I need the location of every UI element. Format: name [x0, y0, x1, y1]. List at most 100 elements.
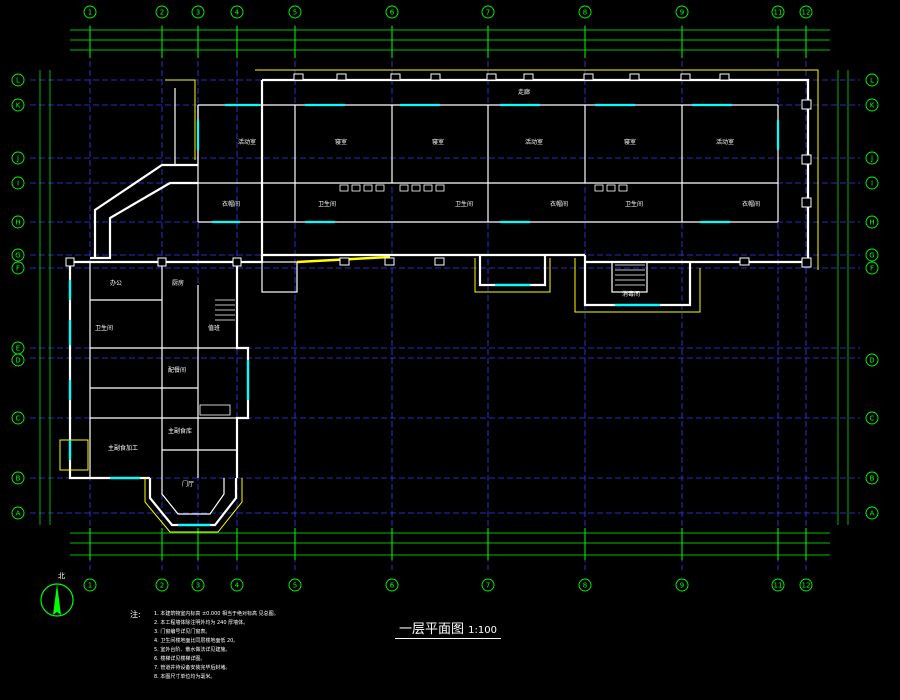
axis-bubble [11, 471, 25, 485]
note-line: 4. 卫生间楼地面比同层楼地面低 20。 [154, 638, 239, 644]
row-axis-label: E [16, 345, 20, 353]
column-axis-label: 12 [802, 582, 811, 590]
drawing-scale: 1:100 [468, 625, 497, 636]
row-axis-label: D [15, 357, 20, 365]
column-axis-label: 11 [774, 582, 783, 590]
row-axis-label: G [15, 252, 20, 260]
axis-bubble [799, 5, 813, 19]
room-label: 办公 [110, 279, 122, 287]
axis-bubble [865, 215, 879, 229]
room-label: 消毒间 [622, 290, 640, 298]
row-axis-label: B [16, 475, 21, 483]
note-line: 2. 本工程墙体除注明外均为 240 厚墙体。 [154, 620, 249, 626]
row-axis-label: H [15, 219, 20, 227]
row-axis-label: I [17, 180, 19, 188]
row-axis-label: C [870, 415, 875, 423]
drawing-title-text: 一层平面图 [399, 622, 465, 637]
column-axis-label: 7 [486, 582, 490, 590]
axis-bubble [191, 5, 205, 19]
row-axis-label: K [16, 102, 21, 110]
north-label: 北 [58, 572, 65, 580]
column-axis-label: 5 [293, 9, 297, 17]
drawing-notes: 注: 1. 本建筑物室内标高 ±0.000 相当于绝对标高 见总图。 2. 本工… [130, 610, 380, 682]
row-axis-label: D [869, 357, 874, 365]
column-axis-label: 7 [486, 9, 490, 17]
room-label: 厨房 [172, 279, 184, 287]
axis-bubble [771, 5, 785, 19]
axis-bubble [865, 471, 879, 485]
room-label: 值班 [208, 324, 220, 332]
room-label: 寝室 [432, 138, 444, 146]
drawing-title: 一层平面图 1:100 [395, 618, 501, 639]
column-axis-label: 5 [293, 582, 297, 590]
windows [68, 103, 780, 527]
axis-bubble [83, 578, 97, 592]
row-axis-label: J [870, 155, 873, 163]
axis-bubble [865, 176, 879, 190]
room-label: 活动室 [238, 138, 256, 146]
room-label: 卫生间 [455, 200, 473, 208]
axis-bubble [578, 578, 592, 592]
row-axis-label: B [870, 475, 875, 483]
axis-bubble [83, 5, 97, 19]
row-axis-label: J [16, 155, 19, 163]
room-label: 卫生间 [95, 324, 113, 332]
room-label: 活动室 [716, 138, 734, 146]
room-label: 寝室 [624, 138, 636, 146]
axis-bubble [799, 578, 813, 592]
column-axis-label: 12 [802, 9, 811, 17]
room-label: 活动室 [525, 138, 543, 146]
wall-columns [65, 73, 812, 268]
axis-bubble [11, 215, 25, 229]
axis-bubble [865, 73, 879, 87]
row-axis-label: L [16, 77, 20, 85]
note-line: 1. 本建筑物室内标高 ±0.000 相当于绝对标高 见总图。 [154, 611, 279, 617]
axis-bubble [865, 411, 879, 425]
room-label: 卫生间 [625, 200, 643, 208]
column-axis-label: 2 [160, 582, 164, 590]
axis-bubble [155, 578, 169, 592]
note-line: 8. 本图尺寸单位均为毫米。 [154, 674, 216, 680]
room-label: 配餐间 [168, 366, 186, 374]
room-label: 衣帽间 [222, 200, 240, 208]
axis-bubble [11, 411, 25, 425]
row-axis-label: I [871, 180, 873, 188]
row-axis-label: A [870, 510, 875, 518]
axis-bubble [11, 506, 25, 520]
axis-bubble [11, 176, 25, 190]
axis-bubbles [11, 5, 879, 592]
toilet-fixtures [199, 184, 628, 416]
column-axis-label: 2 [160, 9, 164, 17]
column-axis-label: 4 [235, 9, 240, 17]
row-axis-label: C [16, 415, 21, 423]
room-label: 主副食加工 [108, 444, 138, 452]
room-label: 卫生间 [318, 200, 336, 208]
row-axis-label: K [870, 102, 875, 110]
axis-bubble [11, 261, 25, 275]
row-axis-label: H [869, 219, 874, 227]
axis-bubble [155, 5, 169, 19]
note-line: 6. 楼梯详见楼梯详图。 [154, 656, 206, 662]
axis-bubble [865, 98, 879, 112]
column-axis-label: 9 [680, 582, 684, 590]
axis-bubble [675, 5, 689, 19]
row-axis-label: A [16, 510, 21, 518]
north-pointer-icon [53, 584, 61, 615]
axis-bubble [865, 248, 879, 262]
axis-bubble [288, 578, 302, 592]
note-line: 7. 管道井待设备安装完毕后封堵。 [154, 665, 231, 671]
notes-lead: 注: [130, 610, 141, 619]
axis-bubble [865, 506, 879, 520]
room-label: 衣帽间 [742, 200, 760, 208]
axis-bubble [865, 353, 879, 367]
room-label: 主副食库 [168, 427, 192, 435]
axis-bubble [675, 578, 689, 592]
row-axis-label: L [870, 77, 874, 85]
axis-bubble [191, 578, 205, 592]
axis-bubble [578, 5, 592, 19]
axis-bubble [771, 578, 785, 592]
axis-bubble [385, 578, 399, 592]
axis-bubble [11, 248, 25, 262]
dimension-lines [39, 26, 849, 560]
